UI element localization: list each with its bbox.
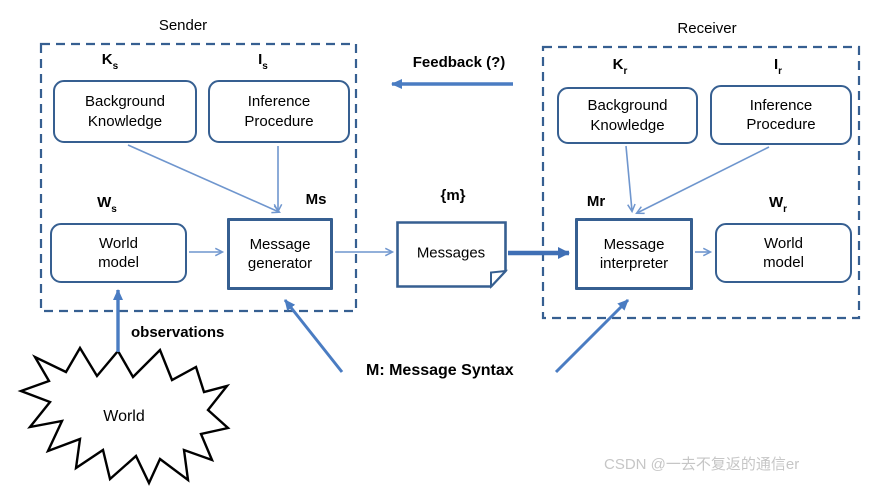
box-text-line: Procedure [244,112,314,130]
sender-background-knowledge-box: Background Knowledge [53,80,197,143]
sender-group-title: Sender [158,17,208,34]
sender-inference-procedure-box: Inference Procedure [208,80,350,143]
box-text-line: Message [249,235,311,253]
box-text-line: Knowledge [590,116,665,134]
symbol-sub: s [111,204,117,215]
receiver-background-knowledge-label: Background Knowledge [587,96,667,134]
symbol-sub: r [778,66,783,77]
arrow-syntax-to-generator [283,299,344,373]
box-text-line: model [98,254,139,271]
message-interpreter-box: Message interpreter [575,218,693,290]
observations-label: observations [131,324,225,341]
box-text-line: Knowledge [87,112,163,130]
box-text-line: Background [587,97,668,115]
receiver-inference-symbol: Ir [774,56,783,77]
sender-world-symbol: Ws [97,194,117,215]
receiver-group-title: Receiver [677,20,737,37]
box-text-line: World [764,234,803,252]
sender-world-model-box: World model [50,223,187,283]
receiver-background-knowledge-box: Background Knowledge [557,87,698,144]
receiver-knowledge-symbol: Kr [612,56,628,77]
sender-world-model-label: World model [98,234,139,272]
symbol-base: K [101,51,113,68]
feedback-label: Feedback (?) [412,54,506,71]
arrow-receiver-inference-to-interpreter [635,146,770,215]
arrow-receiver-knowledge-to-interpreter [625,145,636,214]
message-interpreter-label: Message interpreter [600,235,668,273]
receiver-inference-procedure-box: Inference Procedure [710,85,852,145]
sender-knowledge-symbol: Ks [101,51,119,72]
box-text-line: Inference [749,96,813,114]
sender-inference-procedure-label: Inference Procedure [244,92,313,130]
box-text-line: model [763,254,804,271]
symbol-sub: s [112,61,119,72]
symbol-sub: s [262,61,268,72]
box-text-line: Background [84,93,166,111]
sender-inference-symbol: Is [258,51,268,72]
symbol-sub: r [783,204,788,215]
world-label: World [103,408,145,425]
receiver-message-symbol: Mr [586,193,606,210]
receiver-world-symbol: Wr [768,194,788,215]
sender-background-knowledge-label: Background Knowledge [85,92,165,130]
messages-label: Messages [416,244,486,262]
message-set-label: {m} [440,187,466,204]
message-generator-box: Message generator [227,218,333,290]
sender-message-symbol: Ms [305,191,327,208]
message-syntax-label: M: Message Syntax [366,362,514,379]
symbol-base: W [768,194,784,211]
box-text-line: interpreter [599,255,669,272]
symbol-sub: r [623,66,628,77]
box-text-line: Inference [247,93,311,111]
receiver-world-model-label: World model [763,234,804,272]
message-generator-label: Message generator [248,235,312,273]
receiver-world-model-box: World model [715,223,852,283]
symbol-base: W [97,194,112,211]
box-text-line: Procedure [746,116,816,133]
messages-document-fold [490,269,509,290]
symbol-base: K [612,56,624,73]
box-text-line: Message [603,235,665,253]
box-text-line: generator [247,255,313,272]
arrow-syntax-to-interpreter [554,298,630,374]
box-text-line: World [99,234,138,252]
receiver-inference-procedure-label: Inference Procedure [746,96,815,134]
csdn-watermark: CSDN @一去不复返的通信er [604,456,800,473]
arrow-sender-knowledge-to-generator [127,144,281,214]
